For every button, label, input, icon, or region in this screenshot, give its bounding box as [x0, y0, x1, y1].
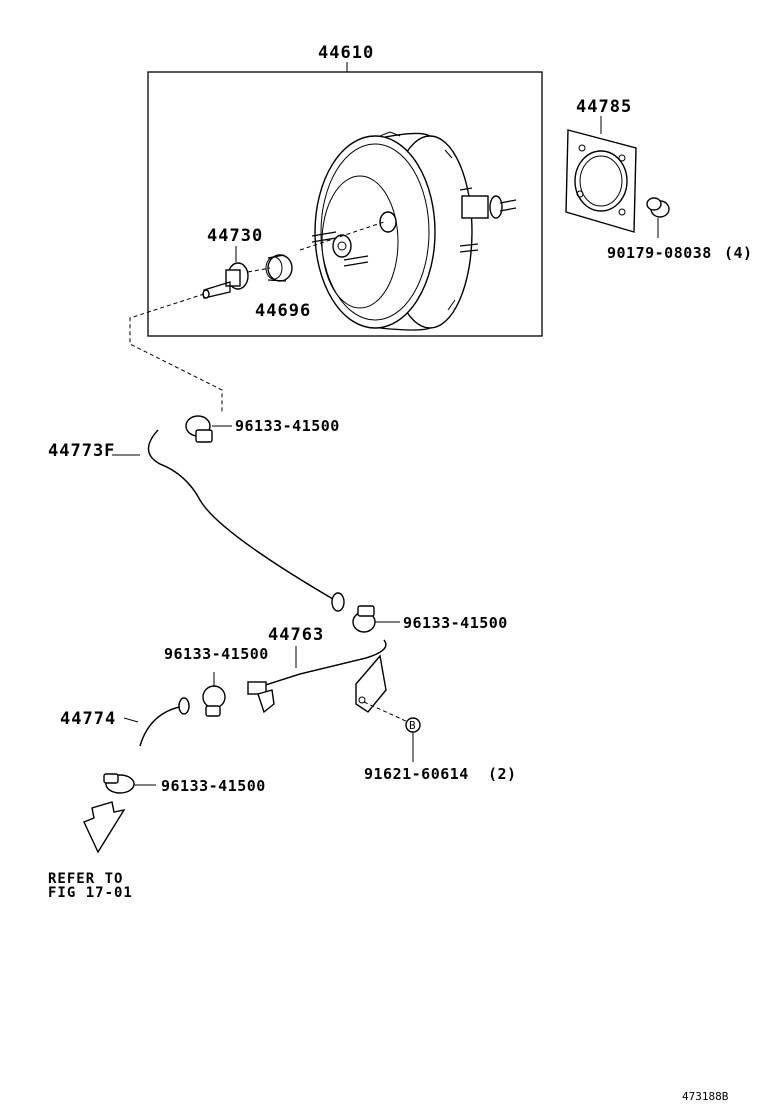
label-nut: 90179-08038	[607, 244, 712, 262]
label-hose-upper: 44773F	[48, 441, 115, 461]
label-refer-line1: REFER TO	[48, 871, 123, 887]
label-refer-line2: FIG 17-01	[48, 885, 133, 901]
label-check-valve: 44730	[207, 226, 263, 246]
vacuum-pipe-44763[interactable]	[247, 639, 387, 714]
bolt-marker-label: B	[409, 719, 416, 732]
gasket-plate-44785[interactable]	[565, 116, 637, 233]
label-booster-assembly: 44610	[318, 43, 374, 63]
grommet-44696[interactable]	[265, 254, 293, 282]
label-clamp-4: 96133-41500	[161, 777, 266, 795]
booster-assembly-frame	[147, 71, 543, 337]
hose-clamp-3[interactable]	[202, 672, 226, 717]
vacuum-hose-44773F[interactable]	[147, 429, 345, 612]
label-clamp-2: 96133-41500	[403, 614, 508, 632]
bolt-dashed	[363, 701, 409, 723]
label-grommet: 44696	[255, 301, 311, 321]
booster-assembly-group	[147, 62, 543, 337]
hose-clamp-1[interactable]	[185, 415, 232, 443]
valve-to-hose-connection	[129, 293, 223, 414]
label-bolt-qty: (2)	[488, 765, 517, 783]
hose-lower-leader	[123, 717, 139, 723]
label-nut-qty: (4)	[724, 244, 753, 262]
brake-booster-drum[interactable]	[299, 131, 517, 331]
check-valve-44730[interactable]	[202, 262, 271, 299]
hose-clamp-2[interactable]	[352, 605, 400, 633]
bolt-marker-b[interactable]: B	[405, 717, 421, 762]
nut-90179-08038[interactable]	[646, 197, 670, 238]
label-bolt: 91621-60614	[364, 765, 469, 783]
label-gasket-plate: 44785	[576, 97, 632, 117]
label-pipe: 44763	[268, 625, 324, 645]
label-hose-lower: 44774	[60, 709, 116, 729]
hose-clamp-4[interactable]	[103, 773, 156, 794]
vacuum-hose-44774[interactable]	[139, 697, 190, 747]
label-clamp-1: 96133-41500	[235, 417, 340, 435]
label-clamp-3: 96133-41500	[164, 645, 269, 663]
label-figure-code: 473188B	[682, 1090, 729, 1103]
refer-arrow-icon	[83, 801, 126, 854]
